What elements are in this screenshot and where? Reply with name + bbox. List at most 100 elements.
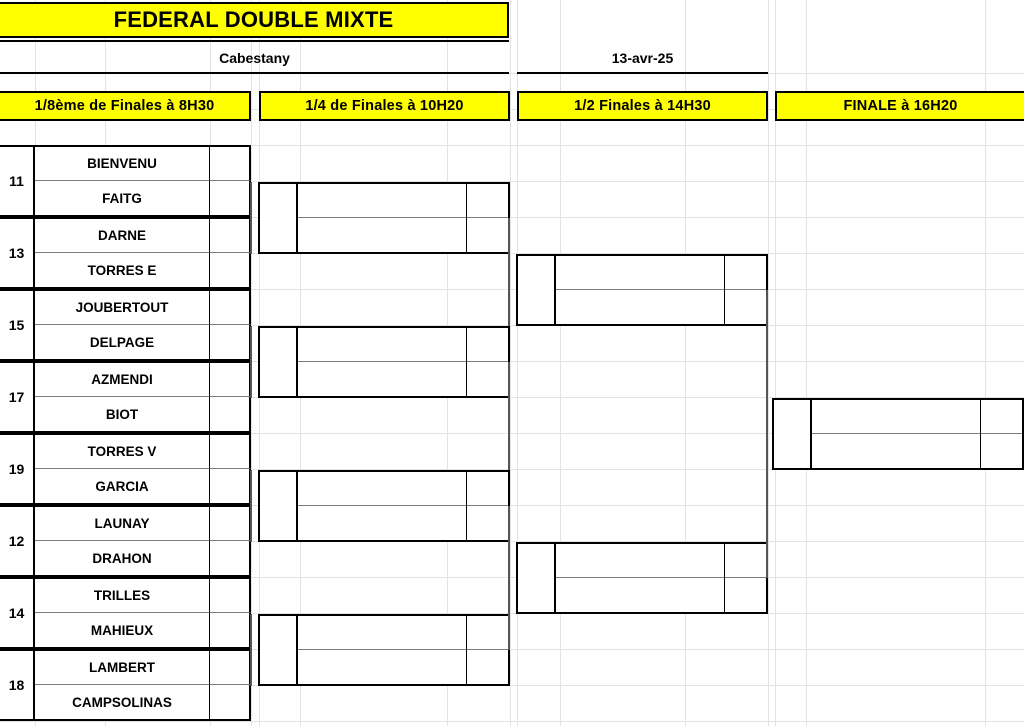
bracket-connector (766, 434, 768, 578)
player-name[interactable]: JOUBERTOUT (35, 289, 210, 325)
match-stub (260, 184, 298, 252)
date-underline (517, 72, 768, 74)
player-name[interactable] (298, 184, 466, 218)
score-cell[interactable] (981, 400, 1022, 434)
player-name[interactable]: CAMPSOLINAS (35, 685, 210, 721)
bracket-connector (250, 470, 252, 542)
player-name[interactable] (298, 650, 466, 684)
player-name[interactable] (298, 472, 466, 506)
player-name[interactable]: LAMBERT (35, 649, 210, 685)
score-cell[interactable] (210, 505, 251, 541)
player-name[interactable] (556, 290, 724, 324)
grid-line-horizontal (0, 649, 1024, 650)
grid-line-horizontal (0, 613, 1024, 614)
grid-line-horizontal (0, 433, 1024, 434)
player-name[interactable] (298, 506, 466, 540)
grid-line-horizontal (0, 145, 1024, 146)
player-name[interactable] (298, 616, 466, 650)
score-cell[interactable] (467, 506, 508, 540)
match-scores (466, 616, 508, 684)
tournament-title: FEDERAL DOUBLE MIXTE (0, 2, 509, 38)
score-cell[interactable] (210, 469, 251, 505)
match-names (812, 400, 980, 468)
score-cell[interactable] (467, 328, 508, 362)
player-name[interactable] (812, 400, 980, 434)
player-name[interactable]: BIOT (35, 397, 210, 433)
grid-line-vertical (768, 0, 769, 726)
score-cell[interactable] (467, 184, 508, 218)
player-name[interactable]: TORRES V (35, 433, 210, 469)
score-cell[interactable] (467, 362, 508, 396)
score-cell[interactable] (210, 217, 251, 253)
score-cell[interactable] (467, 650, 508, 684)
seed-number: 11 (0, 145, 35, 217)
seed-number: 12 (0, 505, 35, 577)
player-name[interactable] (298, 218, 466, 252)
grid-line-horizontal (0, 505, 1024, 506)
score-cell[interactable] (210, 145, 251, 181)
grid-line-vertical (517, 0, 518, 726)
player-name[interactable]: AZMENDI (35, 361, 210, 397)
player-name[interactable] (556, 256, 724, 290)
score-cell[interactable] (210, 181, 251, 217)
player-name[interactable]: BIENVENU (35, 145, 210, 181)
semifinal-match (516, 254, 768, 326)
bracket-connector (508, 578, 510, 650)
score-cell[interactable] (210, 541, 251, 577)
player-name[interactable] (556, 544, 724, 578)
title-underline (0, 40, 509, 42)
player-name[interactable]: MAHIEUX (35, 613, 210, 649)
player-name[interactable]: TORRES E (35, 253, 210, 289)
quarterfinal-match (258, 470, 510, 542)
score-cell[interactable] (210, 397, 251, 433)
quarterfinal-match (258, 326, 510, 398)
score-cell[interactable] (210, 325, 251, 361)
player-name[interactable] (812, 434, 980, 468)
bracket-connector (766, 290, 768, 470)
match-stub (774, 400, 812, 468)
bracket-connector (250, 326, 252, 398)
score-cell[interactable] (210, 685, 251, 721)
score-cell[interactable] (725, 544, 766, 578)
player-name[interactable]: GARCIA (35, 469, 210, 505)
score-cell[interactable] (725, 578, 766, 612)
grid-line-horizontal (0, 181, 1024, 182)
venue-label: Cabestany (219, 50, 290, 66)
score-cell[interactable] (210, 613, 251, 649)
grid-line-vertical (806, 0, 807, 726)
score-cell[interactable] (210, 253, 251, 289)
match-stub (518, 544, 556, 612)
player-name[interactable]: LAUNAY (35, 505, 210, 541)
score-cell[interactable] (725, 290, 766, 324)
seed-number: 19 (0, 433, 35, 505)
player-name[interactable]: DELPAGE (35, 325, 210, 361)
match-names (556, 544, 724, 612)
score-cell[interactable] (725, 256, 766, 290)
match-scores (724, 544, 766, 612)
score-cell[interactable] (210, 649, 251, 685)
player-name[interactable]: DRAHON (35, 541, 210, 577)
score-cell[interactable] (467, 218, 508, 252)
score-cell[interactable] (210, 433, 251, 469)
match-names (298, 328, 466, 396)
player-name[interactable] (556, 578, 724, 612)
match-stub (260, 328, 298, 396)
round-header-final: FINALE à 16H20 (775, 91, 1024, 121)
score-cell[interactable] (210, 577, 251, 613)
player-name[interactable]: FAITG (35, 181, 210, 217)
player-name[interactable] (298, 328, 466, 362)
grid-line-horizontal (0, 685, 1024, 686)
score-cell[interactable] (467, 472, 508, 506)
score-cell[interactable] (210, 289, 251, 325)
grid-line-horizontal (0, 289, 1024, 290)
score-cell[interactable] (467, 616, 508, 650)
semifinal-match (516, 542, 768, 614)
bracket-connector (508, 362, 510, 470)
match-stub (518, 256, 556, 324)
player-name[interactable] (298, 362, 466, 396)
round-header-semifinals: 1/2 Finales à 14H30 (517, 91, 768, 121)
player-name[interactable]: TRILLES (35, 577, 210, 613)
score-cell[interactable] (981, 434, 1022, 468)
player-name[interactable]: DARNE (35, 217, 210, 253)
score-cell[interactable] (210, 361, 251, 397)
